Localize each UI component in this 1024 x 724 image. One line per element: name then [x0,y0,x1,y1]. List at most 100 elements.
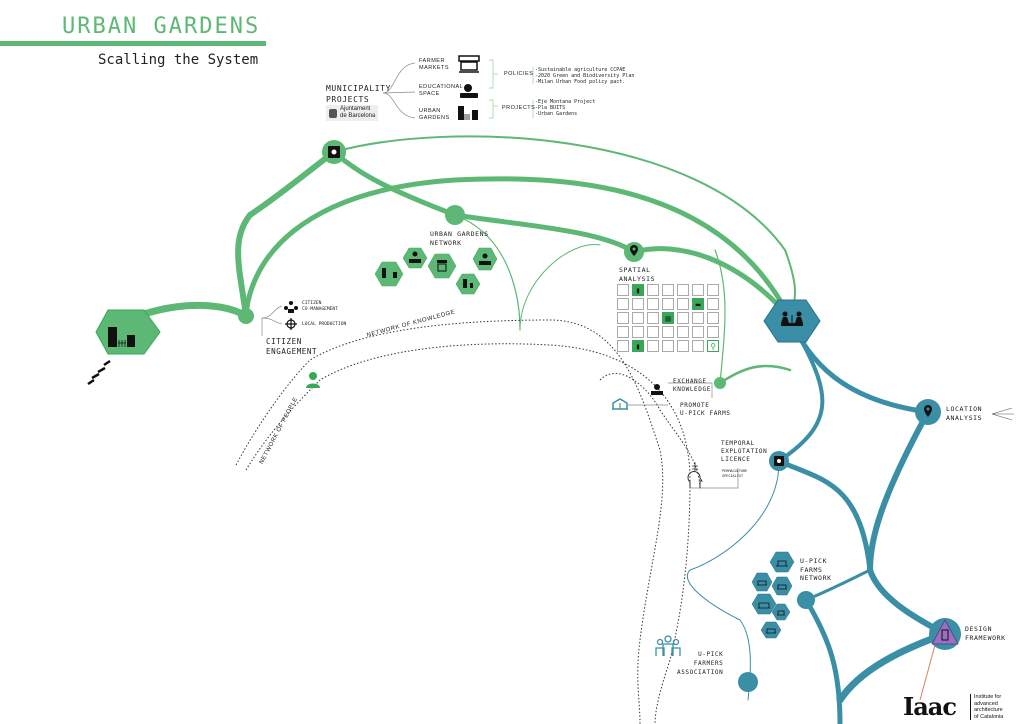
grid-cell [647,340,659,352]
grid-cell [617,312,629,324]
grid-cell [677,326,689,338]
municipality-label: MUNICIPALITY PROJECTS [326,84,391,104]
urban-garden-hexagon [95,309,161,355]
upick-hexes [751,551,795,639]
head-plant-icon [687,462,703,488]
local-production-icon [285,318,297,330]
grid-cell-garden: ▮ [632,340,644,352]
grid-cell [707,298,719,310]
market-icon: ▤ [665,313,671,323]
policy-brackets [489,59,534,119]
grid-cell [677,284,689,296]
design-connector [919,644,936,701]
urban-garden-hexes [374,247,498,295]
grid-cell [617,284,629,296]
page-subtitle: Scalling the System [98,52,259,68]
exchange-knowledge-label: EXCHANGE KNOWLEDGE [673,378,711,393]
promote-upick-label: PROMOTE U-PICK FARMS [680,402,731,417]
market-stall-icon [458,55,480,73]
grid-cell [662,284,674,296]
node-upick-network [797,591,815,609]
farmers-icon [781,311,803,326]
grid-cell-book: ▬ [692,298,704,310]
grid-cell [662,340,674,352]
grid-cell [662,298,674,310]
upick-farm-icon [612,398,628,410]
design-framework-label: DESIGN FRAMEWORK [965,625,1006,642]
grid-cell [692,312,704,324]
municipality-branches [382,62,416,119]
grid-cell [632,298,644,310]
garden-icon: ▮ [635,285,641,295]
municipality-icons [458,55,480,120]
garden-icon: ▮ [635,341,641,351]
grid-cell [707,284,719,296]
urban-garden-icon [458,106,478,120]
exchange-lines [628,382,739,489]
book-apple-icon [460,84,478,98]
pin-icon: ⚲ [710,341,716,351]
title-underline [0,41,266,46]
grid-cell [692,340,704,352]
entry-dashes [87,359,111,386]
temporal-licence-label: TEMPORAL EXPLOTATION LICENCE [721,440,768,463]
node-urban-network [445,205,465,225]
iaac-logo-text: Institute for advanced architecture of C… [970,694,1003,720]
spatial-analysis-label: SPATIAL ANALYSIS [619,266,656,283]
projects-label: PROJECTS [502,105,536,111]
branch-farmer-markets: FARMER MARKETS [419,58,450,71]
person-icon [306,372,320,388]
grid-cell [617,326,629,338]
grid-cell [692,284,704,296]
upick-farmers-association-label: U-PICK FARMERS ASSOCIATION [677,651,724,676]
node-exchange [714,377,726,389]
barcelona-shield-icon [329,108,337,118]
grid-cell-pin: ⚲ [707,340,719,352]
grid-cell [692,326,704,338]
upick-farms-network-label: U-PICK FARMS NETWORK [800,557,832,582]
farmers-association-icon [655,635,681,656]
grid-cell [677,312,689,324]
co-management-icon [284,301,298,313]
policies-label: POLICIES [504,71,534,77]
citizen-co-management-label: CITIZEN CO-MANAGEMENT [302,301,338,312]
node-association [738,672,758,692]
permaculture-specialist-label: PERMACULTURE SPECIALIST [722,469,748,478]
grid-cell [632,312,644,324]
node-citizen [238,308,254,324]
grid-cell [677,340,689,352]
citizen-engagement-label: CITIZEN ENGAGEMENT [266,337,318,356]
page-title: URBAN GARDENS [62,14,261,39]
barcelona-logo: Ajuntament de Barcelona [326,105,379,121]
grid-cell [677,298,689,310]
grid-cell [617,298,629,310]
book-icon: ▬ [695,299,701,309]
grid-cell [662,326,674,338]
branch-educational-space: EDUCATIONAL SPACE [419,84,464,97]
grid-cell [707,326,719,338]
location-arrow [991,407,1014,421]
book-apple-icon [651,384,663,395]
grid-cell [647,312,659,324]
green-network-lines [104,135,796,385]
urban-gardens-network-label: URBAN GARDENS NETWORK [430,230,489,247]
grid-cell [617,340,629,352]
projects-list: -Eje Montana Project -Pla BUITS -Urban G… [535,99,596,117]
grid-cell [632,326,644,338]
iaac-logo: Iaac [903,692,957,721]
policies-list: -Sustainable agriculture CCPAE -2020 Gre… [535,67,635,85]
citizen-bracket [261,305,283,336]
citizen-icons [284,301,298,330]
branch-urban-gardens: URBAN GARDENS [419,108,450,121]
grid-cell [647,284,659,296]
location-analysis-label: LOCATION ANALYSIS [946,405,983,422]
grid-cell [647,298,659,310]
design-triangle [931,619,959,645]
grid-cell-garden: ▮ [632,284,644,296]
grid-cell-market: ▤ [662,312,674,324]
local-production-label: LOCAL PRODUCTION [302,322,347,327]
grid-cell [647,326,659,338]
grid-cell [707,312,719,324]
spatial-grid: ▮ ▬ ▤ ▮ ⚲ [617,284,720,352]
